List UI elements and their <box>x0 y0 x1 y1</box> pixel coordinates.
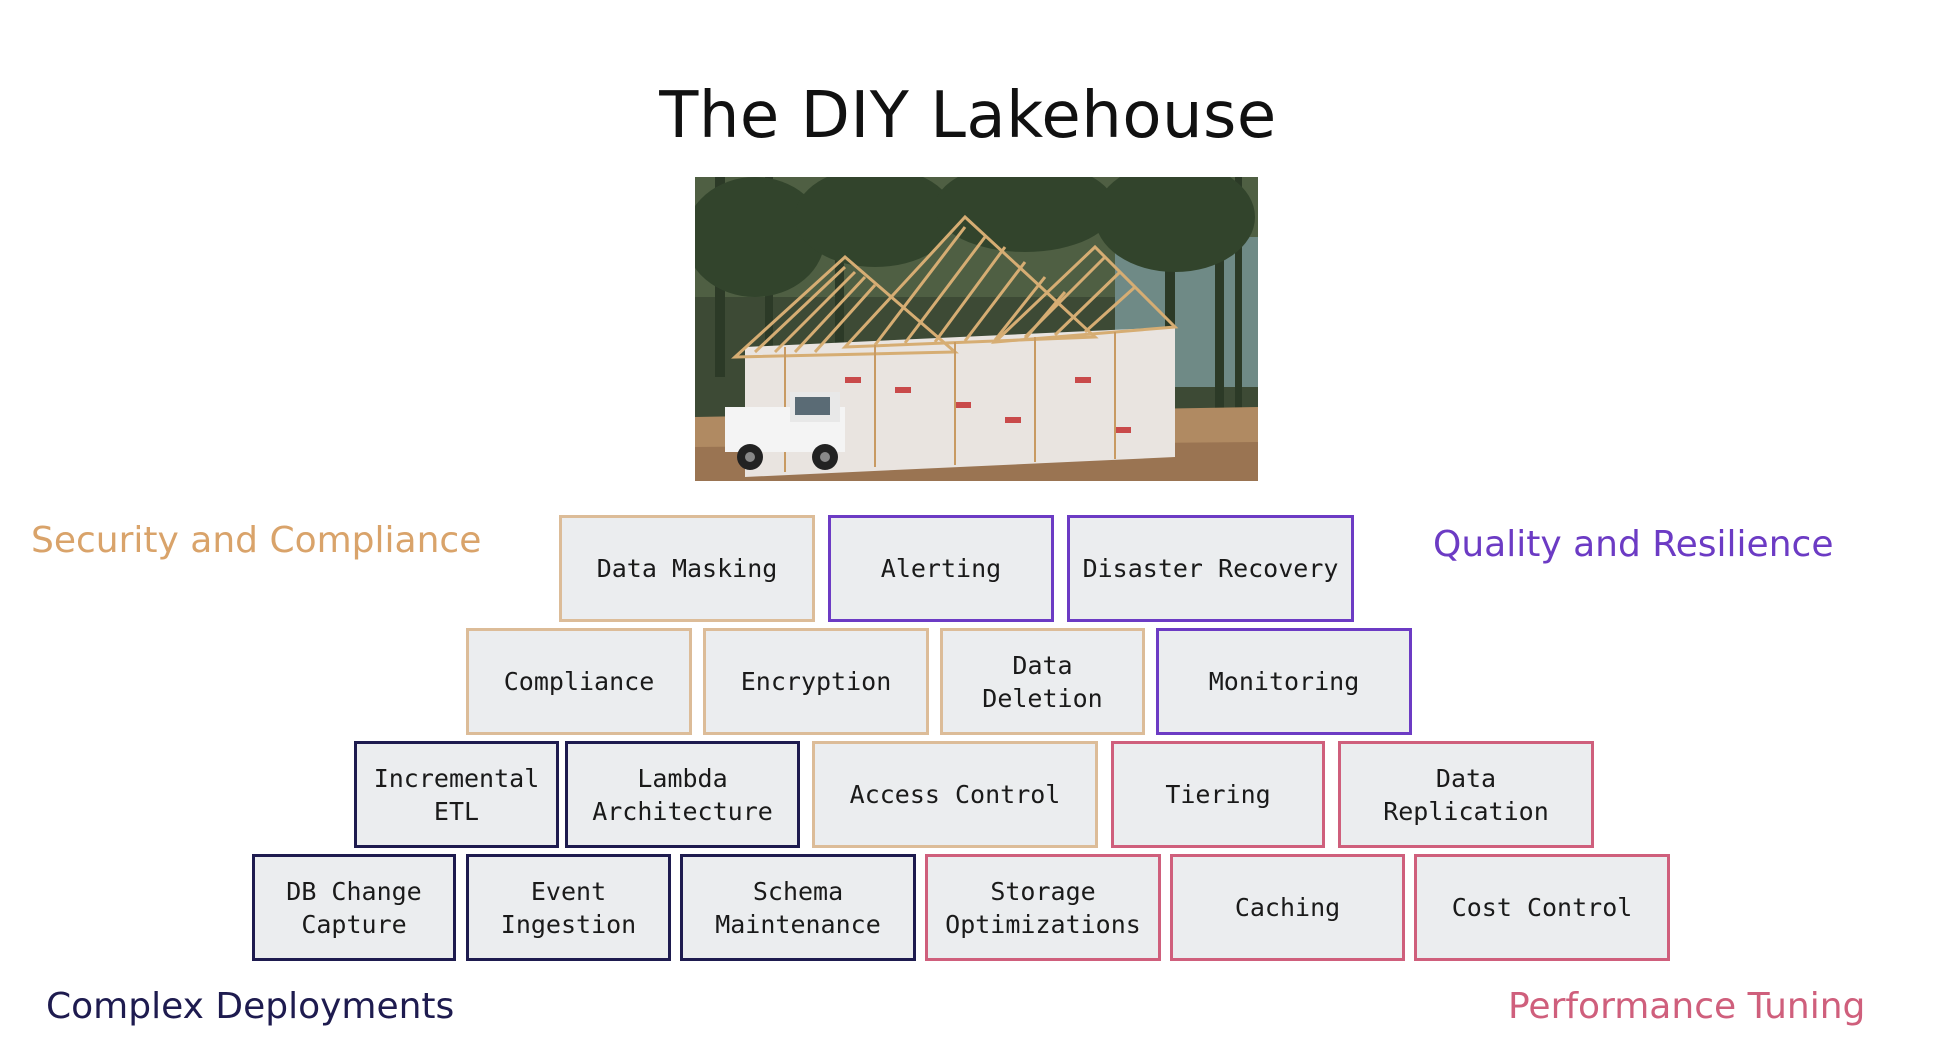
box-disaster-recovery: Disaster Recovery <box>1067 515 1354 622</box>
box-label-line2: Deletion <box>982 683 1103 713</box>
box-label-line1: Schema <box>752 876 844 906</box>
box-caching: Caching <box>1170 854 1405 961</box>
box-label: Disaster Recovery <box>1082 554 1339 583</box>
box-storage-optimizations: Storage Optimizations <box>925 854 1161 961</box>
box-label-line2: Optimizations <box>945 909 1141 939</box>
box-label: Cost Control <box>1451 893 1633 922</box>
quality-resilience-label: Quality and Resilience <box>1433 524 1834 565</box>
box-alerting: Alerting <box>828 515 1054 622</box>
box-label-line2: Replication <box>1383 796 1549 826</box>
complex-deployments-label: Complex Deployments <box>46 986 455 1027</box>
box-incremental-etl: Incremental ETL <box>354 741 559 848</box>
box-access-control: Access Control <box>812 741 1098 848</box>
box-label: Compliance <box>503 667 655 696</box>
box-label: Encryption <box>740 667 892 696</box>
box-label: Caching <box>1234 893 1341 922</box>
box-label: Access Control <box>849 780 1061 809</box>
box-event-ingestion: Event Ingestion <box>466 854 671 961</box>
box-encryption: Encryption <box>703 628 929 735</box>
box-label-line2: Maintenance <box>715 909 881 939</box>
performance-tuning-label: Performance Tuning <box>1508 986 1866 1027</box>
box-label-line2: ETL <box>433 796 480 826</box>
box-schema-maintenance: Schema Maintenance <box>680 854 916 961</box>
box-label-line1: Lambda <box>637 763 728 793</box>
box-label-line2: Ingestion <box>500 909 637 939</box>
box-label-line1: Storage <box>990 876 1096 906</box>
box-tiering: Tiering <box>1111 741 1325 848</box>
box-label-line1: DB Change <box>286 876 422 906</box>
box-label: Tiering <box>1165 780 1271 809</box>
box-label-line2: Architecture <box>592 796 773 826</box>
box-label-line1: Event <box>530 876 607 906</box>
box-data-masking: Data Masking <box>559 515 815 622</box>
security-compliance-label: Security and Compliance <box>31 520 482 561</box>
box-label: Data Masking <box>596 554 778 583</box>
box-db-change-capture: DB Change Capture <box>252 854 456 961</box>
box-label-line1: Data <box>1012 650 1073 680</box>
box-data-replication: Data Replication <box>1338 741 1594 848</box>
box-data-deletion: Data Deletion <box>940 628 1145 735</box>
box-lambda-architecture: Lambda Architecture <box>565 741 800 848</box>
box-compliance: Compliance <box>466 628 692 735</box>
box-cost-control: Cost Control <box>1414 854 1670 961</box>
box-label-line1: Incremental <box>373 763 540 793</box>
box-monitoring: Monitoring <box>1156 628 1412 735</box>
box-label-line1: Data <box>1435 763 1497 793</box>
box-label: Monitoring <box>1208 667 1360 696</box>
page-title: The DIY Lakehouse <box>659 79 1277 153</box>
box-label: Alerting <box>880 554 1002 583</box>
box-label-line2: Capture <box>301 909 407 939</box>
house-frame-photo <box>695 177 1258 481</box>
